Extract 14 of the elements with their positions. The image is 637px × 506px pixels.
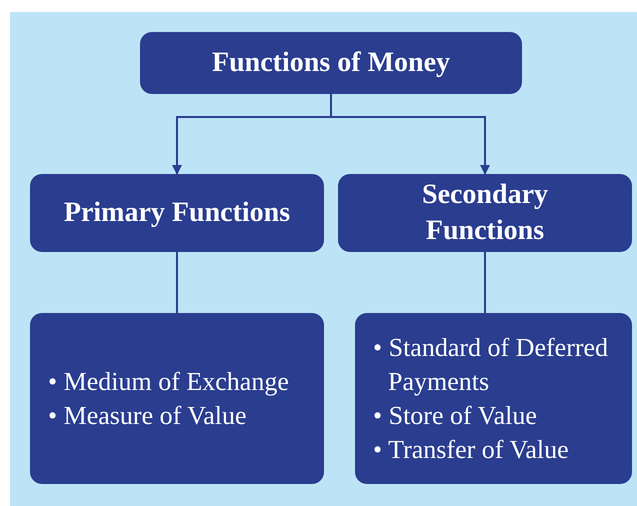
heading-box: [30, 174, 324, 252]
heading-text: Primary Functions: [62, 196, 292, 230]
list-box: [30, 313, 324, 484]
bullet-item: • Medium of Exchange: [48, 366, 290, 398]
heading-text: Secondary Functions: [421, 178, 549, 248]
heading-text: Functions of Money: [211, 46, 451, 80]
bullet-item: • Measure of Value: [48, 400, 248, 432]
bullet-item: • Standard of Deferred Payments: [373, 332, 610, 398]
bullet-item: • Store of Value: [373, 400, 538, 432]
heading-box: [338, 174, 632, 252]
heading-box: [140, 32, 522, 94]
bullet-item: • Transfer of Value: [373, 434, 570, 466]
list-box: [355, 313, 632, 484]
connector-arrow: [330, 94, 490, 175]
